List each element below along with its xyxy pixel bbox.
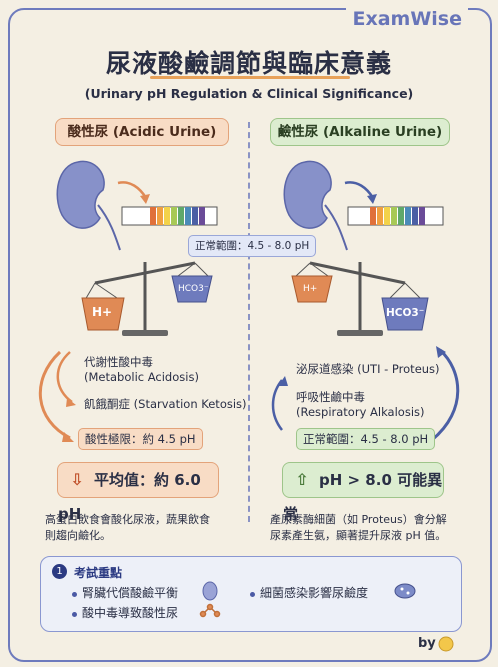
bacteria-icon xyxy=(394,583,416,599)
bacteria-dot-icon xyxy=(406,591,410,595)
acid-note-line-2: 則趨向鹼化。 xyxy=(45,529,111,542)
normal-range-label: 正常範圍：4.5 - 8.0 pH xyxy=(188,235,317,257)
arrow-head-icon xyxy=(436,346,446,358)
ureter-line xyxy=(324,204,348,251)
downward-arrow-icon xyxy=(38,350,71,440)
acid-average-text: 平均值：約 6.0 pH xyxy=(58,471,201,523)
alk-cause-1: 泌尿道感染 (UTI - Proteus) xyxy=(296,362,440,376)
alk-abnormal-text: pH > 8.0 可能異常 xyxy=(283,471,443,523)
downward-arrow-icon xyxy=(56,351,73,404)
bullet-icon xyxy=(250,592,255,597)
kidney-icon xyxy=(283,160,332,229)
kidney-small-icon xyxy=(202,581,218,601)
byline: by xyxy=(418,636,436,651)
center-divider xyxy=(248,122,250,522)
page-frame xyxy=(8,8,492,662)
exam-heading: 考試重點 xyxy=(74,566,123,580)
alk-note-line-1: 產尿素酶細菌（如 Proteus）會分解 xyxy=(270,513,447,526)
alk-range-label: 正常範圍：4.5 - 8.0 pH xyxy=(296,428,436,450)
acidic-header: 酸性尿 (Acidic Urine) xyxy=(55,118,229,146)
balance-scale-icon xyxy=(291,261,429,336)
exam-point-2: 細菌感染影響尿鹼度 xyxy=(260,586,369,600)
alk-scale-hco3-label: HCO3⁻ xyxy=(386,307,425,319)
arrow-head-icon xyxy=(278,376,288,386)
acid-cause-1-en: (Metabolic Acidosis) xyxy=(84,370,199,384)
down-arrow-icon: ⇩ xyxy=(70,470,84,489)
exam-point-1: 腎臟代償酸鹼平衡 xyxy=(82,586,179,600)
acid-note-line-1: 高蛋白飲食會酸化尿液，蔬果飲食 xyxy=(45,513,210,526)
alk-abnormal-box: ⇧pH > 8.0 可能異常 xyxy=(282,462,444,523)
arrow-head-icon xyxy=(140,194,150,204)
arrow-head-icon xyxy=(367,194,377,204)
hand-wave-icon xyxy=(438,636,454,652)
exam-point-3: 酸中毒導致酸性尿 xyxy=(82,606,179,620)
up-arrow-icon: ⇧ xyxy=(295,470,309,489)
page-title: 尿液酸鹼調節與臨床意義 xyxy=(105,49,392,78)
acid-cause-1-zh: 代謝性酸中毒 xyxy=(84,355,153,369)
acid-cause-2: 飢餓酮症 (Starvation Ketosis) xyxy=(84,397,247,411)
acid-limit-label: 酸性極限：約 4.5 pH xyxy=(78,428,203,450)
acid-average-box: ⇩平均值：約 6.0 pH xyxy=(57,462,219,523)
molecule-icon xyxy=(199,603,221,618)
acid-scale-hco3-label: HCO3⁻ xyxy=(178,284,209,294)
page-subtitle: (Urinary pH Regulation & Clinical Signif… xyxy=(84,86,414,101)
ph-strip-icon xyxy=(121,206,218,226)
bacteria-dot-icon xyxy=(400,587,404,591)
brand-logo: ExamWise xyxy=(346,8,468,30)
upward-arrow-icon xyxy=(271,379,284,431)
alk-note-line-2: 尿素產生氨，顯著提升尿液 pH 值。 xyxy=(270,529,447,542)
alk-cause-2-en: (Respiratory Alkalosis) xyxy=(296,405,425,419)
bullet-icon xyxy=(72,592,77,597)
arrow-head-icon xyxy=(66,398,76,407)
title-underline xyxy=(150,76,350,79)
upward-arrow-icon xyxy=(431,348,460,442)
ureter-line xyxy=(97,204,121,251)
balance-scale-icon xyxy=(81,261,213,336)
bullet-icon xyxy=(72,612,77,617)
kidney-icon xyxy=(56,160,105,229)
arrow-head-icon xyxy=(62,432,74,442)
ph-strip-icon xyxy=(347,206,444,226)
exam-number-badge: 1 xyxy=(52,564,67,579)
alk-cause-2-zh: 呼吸性鹼中毒 xyxy=(296,390,365,404)
alkaline-header: 鹼性尿 (Alkaline Urine) xyxy=(270,118,450,146)
alk-scale-h-label: H+ xyxy=(303,284,318,294)
acid-scale-h-label: H+ xyxy=(92,305,113,319)
